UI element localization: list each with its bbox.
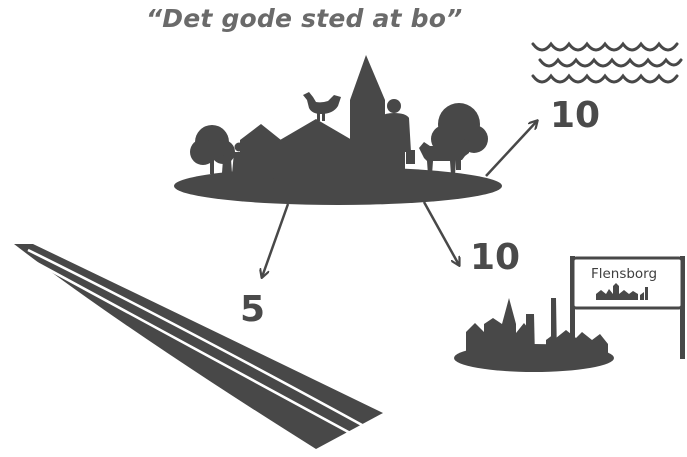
church-icon: [350, 55, 385, 178]
diagram-title: “Det gode sted at bo”: [146, 4, 462, 33]
distance-label-sea: 10: [550, 98, 600, 134]
waves-icon: [533, 44, 681, 82]
rooster-icon: [303, 92, 341, 121]
distance-label-town: 10: [470, 240, 520, 276]
distance-label-road: 5: [240, 292, 265, 328]
arrow-to-road: [262, 204, 288, 277]
road-icon: [14, 244, 383, 449]
arrow-to-town: [424, 202, 459, 265]
arrow-to-sea: [486, 121, 537, 176]
village-scene: [174, 55, 502, 205]
town-sign-label: Flensborg: [578, 266, 670, 282]
